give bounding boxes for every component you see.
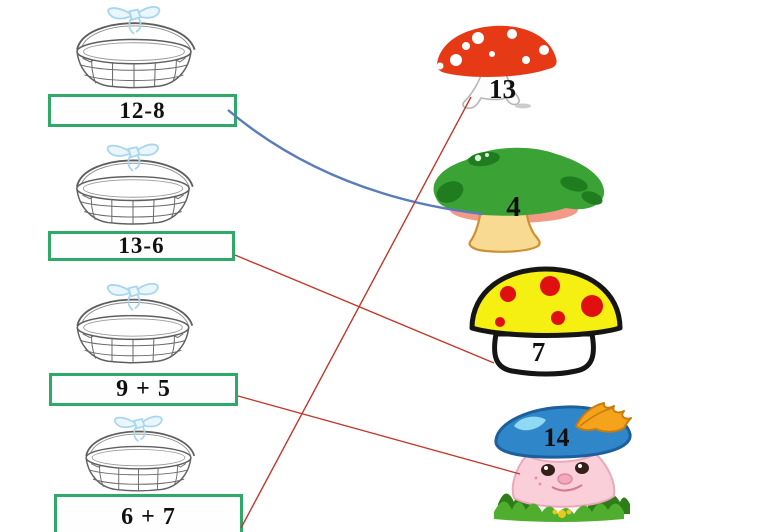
connection-line-13-6-to-7: [234, 254, 495, 364]
basket-icon: [64, 2, 204, 90]
basket-icon: [64, 140, 202, 226]
basket-icon: [70, 413, 207, 492]
mushroom-4-label: 4: [506, 191, 521, 223]
expression-box-6plus7[interactable]: 6 + 7: [54, 494, 243, 532]
expression-label: 9 + 5: [116, 376, 171, 402]
mushroom-yellow-icon[interactable]: [466, 264, 626, 378]
mushroom-13-label: 13: [489, 74, 516, 104]
basket-icon: [64, 280, 202, 364]
expression-label: 6 + 7: [121, 504, 176, 530]
mushroom-blue-icon[interactable]: [490, 400, 638, 528]
expression-label: 12-8: [119, 97, 166, 123]
expression-box-13-6[interactable]: 13-6: [48, 231, 235, 261]
mushroom-14-label: 14: [543, 423, 570, 452]
mushroom-red-icon[interactable]: [428, 16, 568, 122]
expression-box-12-8[interactable]: 12-8: [48, 94, 237, 127]
expression-label: 13-6: [118, 233, 165, 258]
mushroom-7-label: 7: [531, 337, 546, 367]
connection-line-9plus5-to-14: [237, 395, 521, 475]
expression-box-9plus5[interactable]: 9 + 5: [49, 373, 238, 406]
